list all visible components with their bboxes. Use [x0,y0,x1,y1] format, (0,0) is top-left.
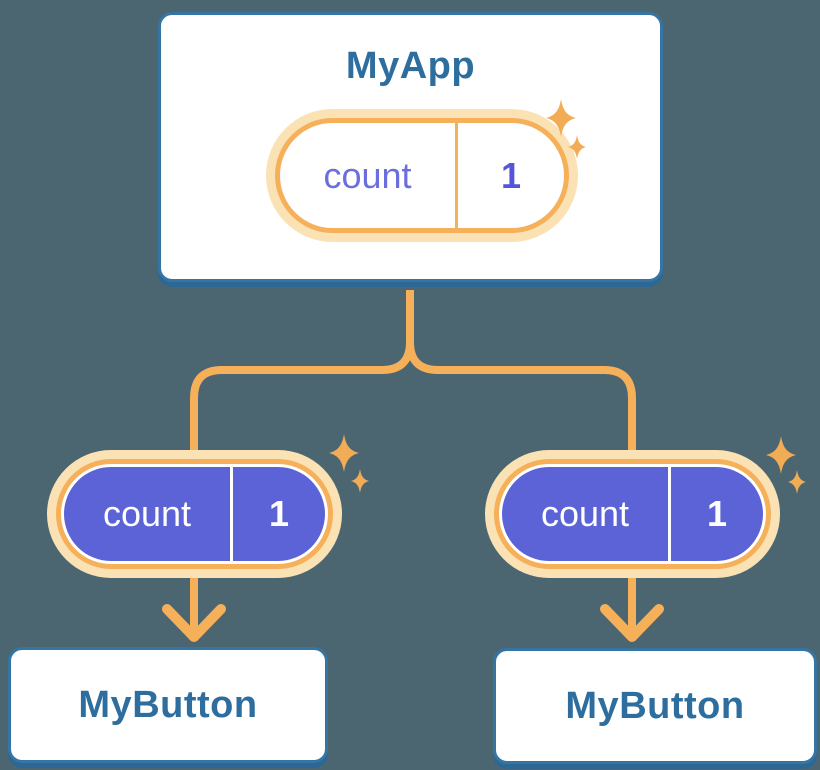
state-pill-ring: count 1 [275,118,569,233]
component-card-mybutton-left: MyButton [8,647,328,763]
component-title: MyButton [565,684,745,727]
state-pill-right-child: count 1 [485,450,780,578]
state-value: 1 [706,493,728,534]
sparkle-icon [329,434,359,472]
state-pill-root: count 1 [266,109,578,242]
component-card-mybutton-right: MyButton [493,648,817,764]
arrowhead-left-icon [162,604,226,642]
sparkle-icon [788,470,806,494]
state-pill-left-child: count 1 [47,450,342,578]
state-pill-ring: count 1 [56,459,333,569]
state-pill-ring: count 1 [494,459,771,569]
component-title: MyApp [345,45,476,87]
state-pill-divider [230,467,233,561]
sparkle-icon [766,436,796,474]
state-name-label: count [323,154,412,196]
sparkle-icon [568,135,586,159]
component-card-myapp: MyApp count 1 [158,12,663,282]
state-name-label: count [540,493,630,534]
state-name-label: count [102,493,192,534]
arrowhead-right-icon [600,604,664,642]
component-title: MyButton [78,683,258,726]
connector-right [406,290,636,637]
state-pill-body: count 1 [502,467,763,561]
state-pill-body: count 1 [64,467,325,561]
state-value: 1 [268,493,290,534]
sparkle-icon [546,99,576,137]
state-pill-divider [668,467,671,561]
state-pill-divider [455,123,458,228]
sparkle-icon [351,469,369,493]
state-value: 1 [500,154,522,196]
